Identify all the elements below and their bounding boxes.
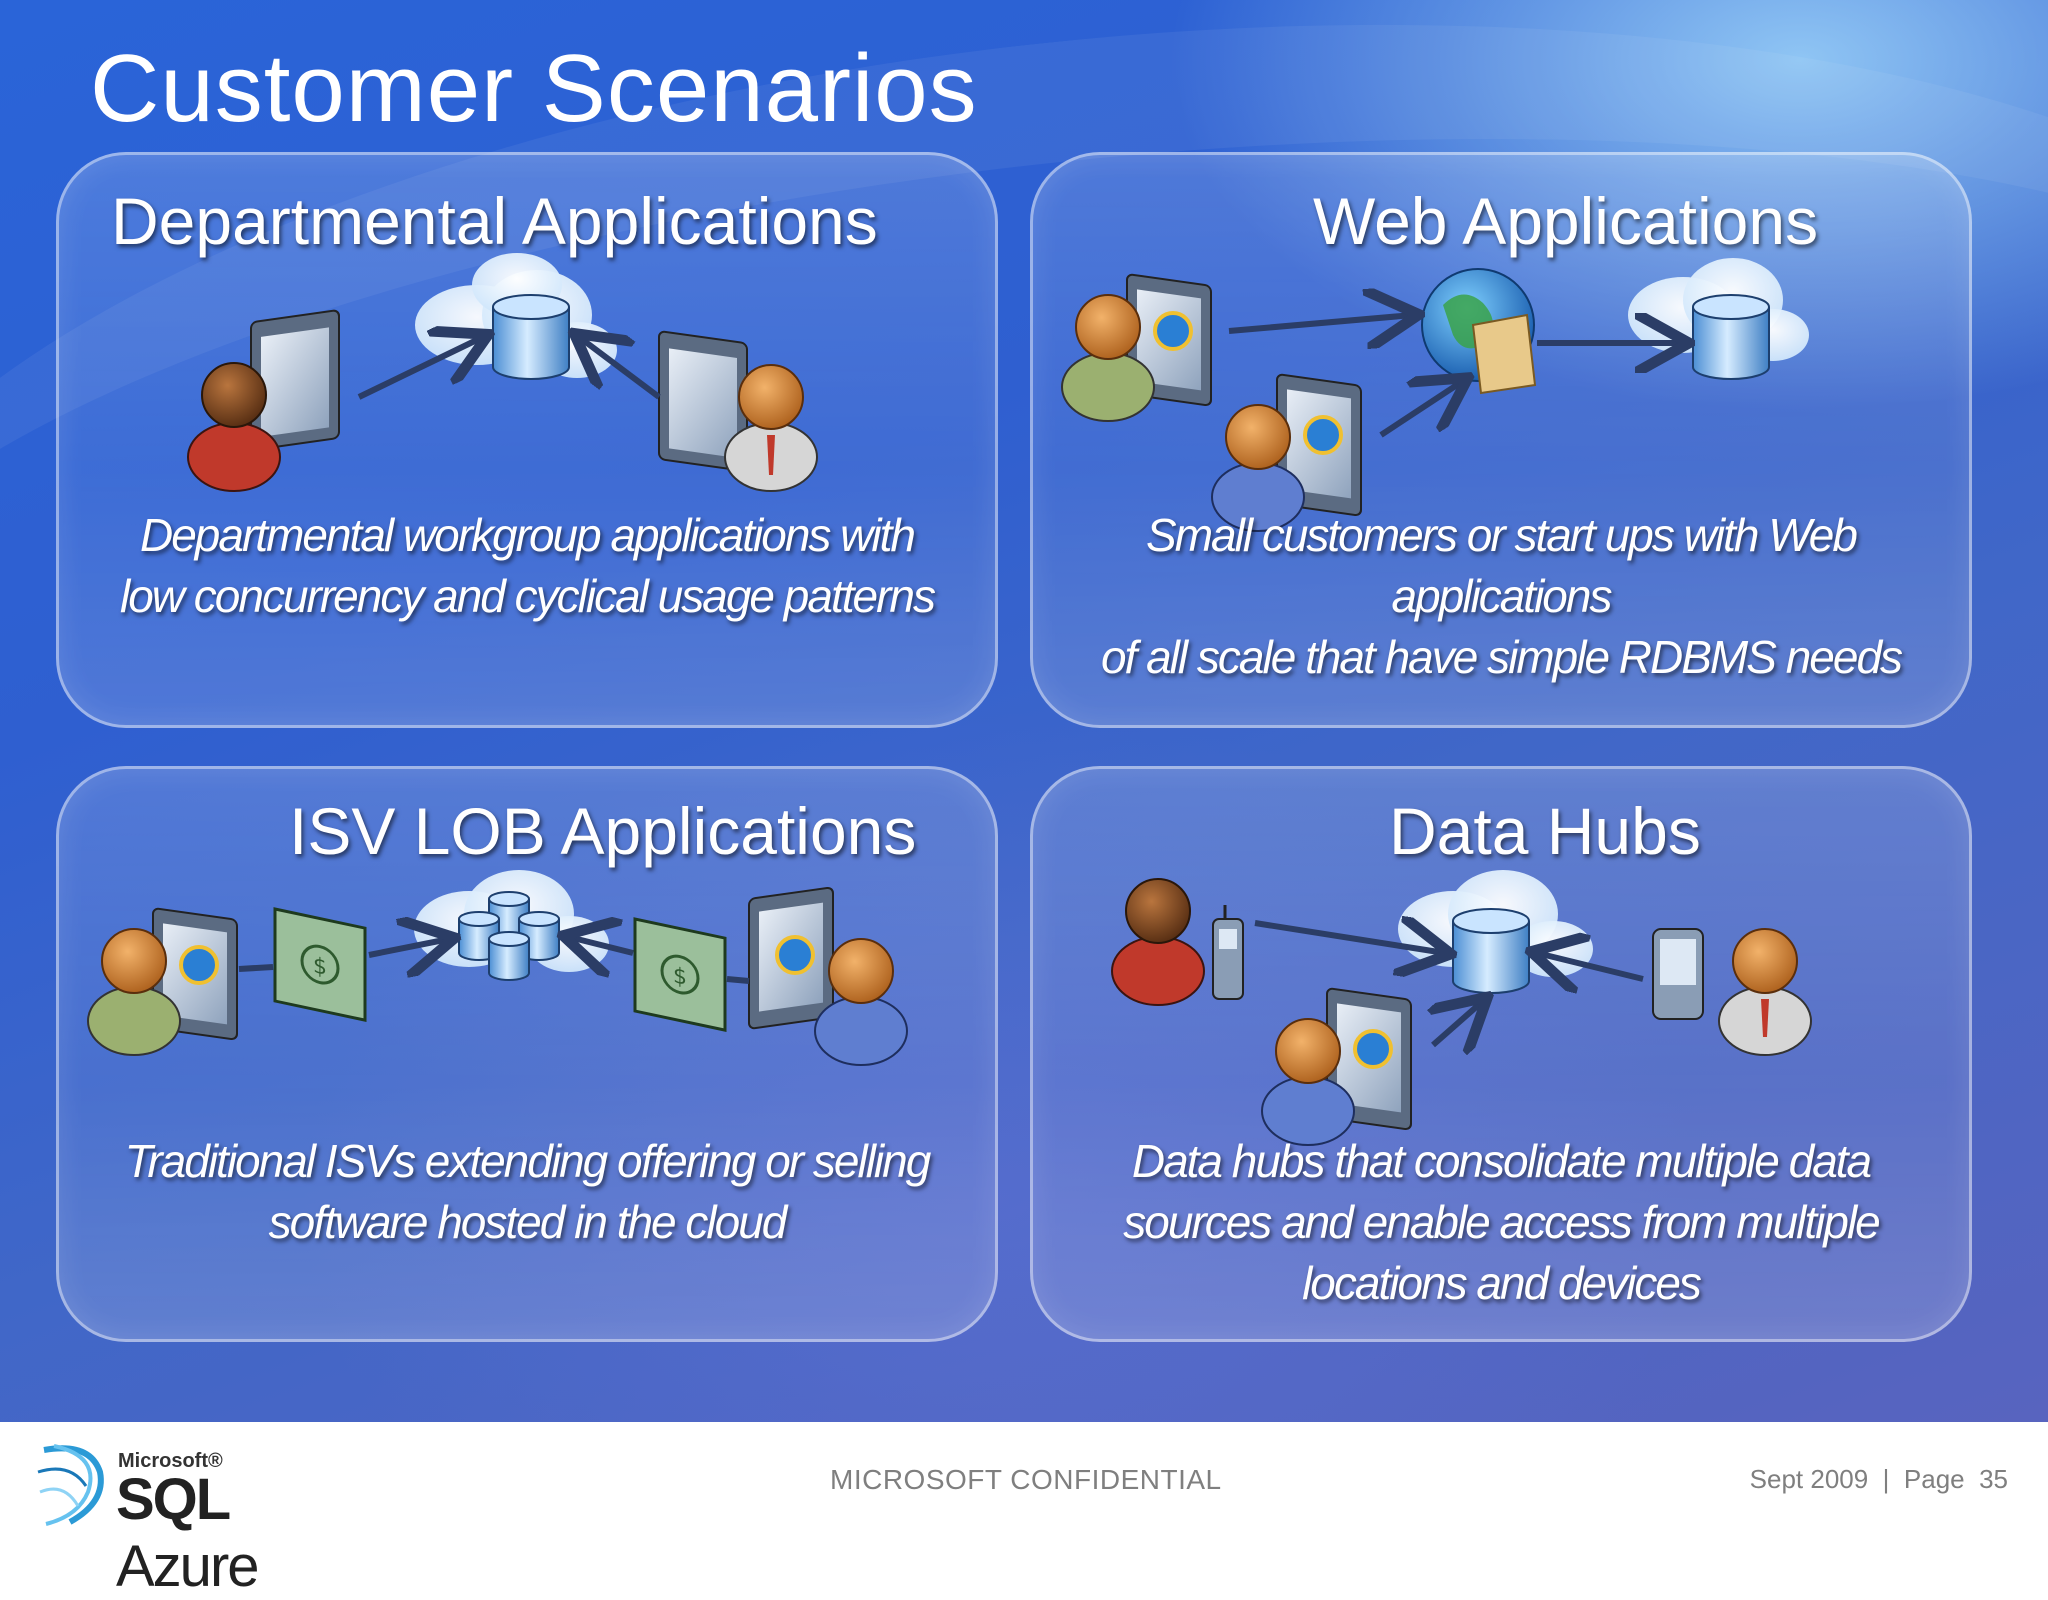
description-line: sources and enable access from multiple — [1123, 1196, 1881, 1248]
panel-description: Small customers or start ups with Web ap… — [1053, 505, 1949, 688]
arrow — [579, 337, 661, 400]
user-with-monitor-icon — [187, 309, 340, 492]
panel-title: Departmental Applications — [111, 184, 878, 258]
database-icon — [1452, 908, 1530, 994]
web-diagram — [1061, 258, 1809, 532]
arrow — [1537, 953, 1644, 979]
footer-separator: | — [1882, 1464, 1890, 1494]
description-line: applications — [1391, 570, 1613, 622]
panel-description: Traditional ISVs extending offering or s… — [79, 1131, 975, 1253]
database-icon — [1692, 294, 1770, 380]
panel-description: Departmental workgroup applications with… — [79, 505, 975, 627]
arrow — [368, 939, 449, 955]
description-line: of all scale that have simple RDBMS need… — [1100, 631, 1903, 683]
arrow — [1379, 381, 1463, 438]
panel-web-applications: Web Applications — [1030, 152, 1972, 728]
description-line: locations and devices — [1302, 1257, 1702, 1309]
panel-departmental-applications: Departmental Applications — [56, 152, 998, 728]
panel-title: Data Hubs — [1389, 794, 1701, 868]
user-with-browser-icon — [748, 886, 908, 1066]
user-with-browser-icon — [87, 907, 238, 1056]
panel-title: ISV LOB Applications — [289, 794, 917, 868]
panel-isv-lob-applications: ISV LOB Applications — [56, 766, 998, 1342]
panel-description: Data hubs that consolidate multiple data… — [1053, 1131, 1949, 1314]
database-icon — [492, 294, 570, 380]
arrow — [1433, 1001, 1483, 1045]
page-number: 35 — [1979, 1464, 2008, 1494]
arrow — [238, 964, 274, 972]
description-line: low concurrency and cyclical usage patte… — [119, 570, 936, 622]
description-line: Small customers or start ups with Web — [1146, 509, 1858, 561]
arrow — [1228, 315, 1413, 331]
slide-footer: Microsoft® SQL Azure MICROSOFT CONFIDENT… — [0, 1422, 2048, 1599]
user-with-browser-icon — [1061, 273, 1212, 422]
isv-diagram: $ $ — [87, 870, 908, 1066]
sql-azure-swirl-icon — [37, 1444, 104, 1526]
arrow — [1254, 923, 1445, 953]
user-with-monitor-icon — [658, 330, 818, 492]
description-line: software hosted in the cloud — [268, 1196, 788, 1248]
page-label: Page — [1903, 1464, 1965, 1494]
description-line: Data hubs that consolidate multiple data — [1131, 1135, 1872, 1187]
panel-data-hubs: Data Hubs — [1030, 766, 1972, 1342]
arrow — [357, 337, 483, 400]
sql-azure-logo: Microsoft® SQL Azure — [30, 1432, 370, 1599]
globe-folder-icon — [1421, 268, 1537, 395]
user-with-browser-icon — [1261, 987, 1412, 1146]
database-cluster-icon — [458, 891, 560, 981]
user-with-pda-icon — [1652, 928, 1812, 1056]
slide-title: Customer Scenarios — [90, 35, 978, 142]
footer-date: Sept 2009 — [1749, 1464, 1869, 1494]
user-with-browser-icon — [1211, 373, 1362, 532]
arrow — [726, 976, 750, 984]
logo-brand: Microsoft® — [118, 1450, 223, 1472]
description-line: Traditional ISVs extending offering or s… — [124, 1135, 932, 1187]
logo-product-azure: Azure — [116, 1534, 260, 1599]
page-info: Sept 2009 | Page 35 — [1750, 1464, 2008, 1495]
svg-text:$: $ — [313, 952, 327, 981]
money-bill-icon: $ — [633, 917, 727, 1032]
panel-title: Web Applications — [1313, 184, 1819, 258]
departmental-diagram — [187, 253, 818, 492]
logo-product: SQL Azure — [116, 1466, 370, 1600]
svg-text:$: $ — [673, 962, 687, 991]
confidential-notice: MICROSOFT CONFIDENTIAL — [830, 1464, 1222, 1495]
arrow — [569, 937, 634, 953]
slide-canvas: Customer Scenarios Departmental Applicat… — [0, 0, 2048, 1422]
data-hubs-diagram — [1111, 870, 1812, 1146]
logo-product-sql: SQL — [116, 1467, 231, 1532]
description-line: Departmental workgroup applications with — [140, 509, 916, 561]
money-bill-icon: $ — [273, 907, 367, 1022]
user-with-phone-icon — [1111, 878, 1244, 1006]
